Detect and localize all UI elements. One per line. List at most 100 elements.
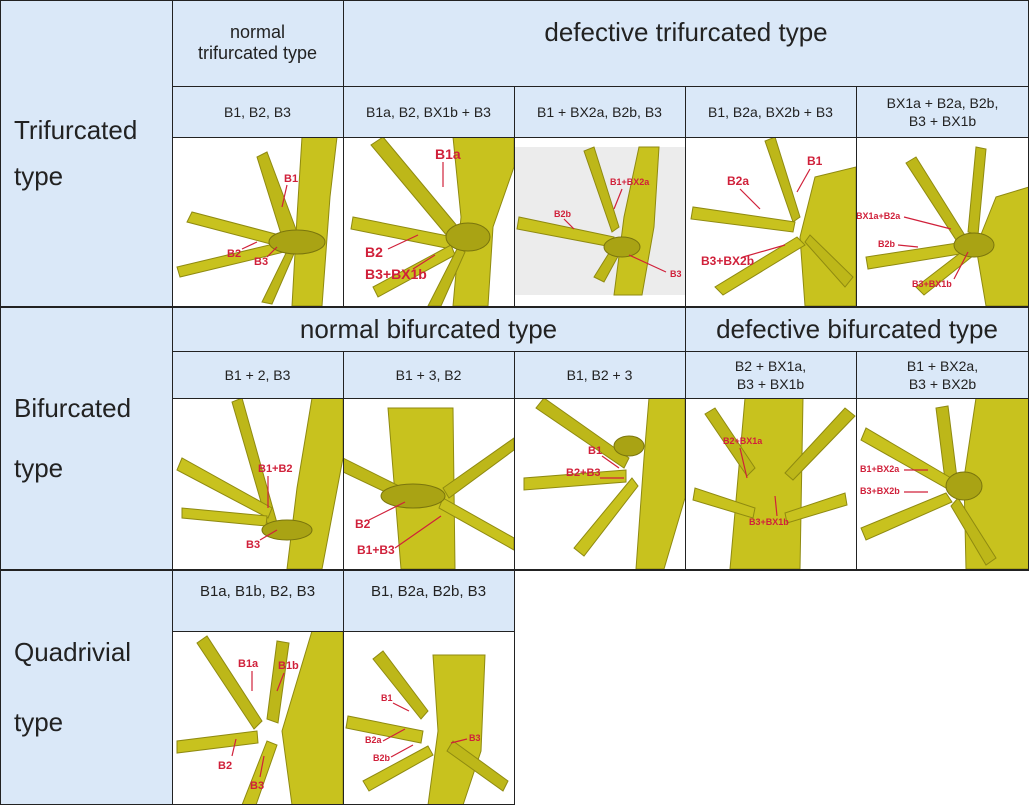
grid-line	[172, 137, 1029, 138]
annotation: B2b	[554, 209, 572, 219]
annotation: B3	[469, 733, 481, 743]
variant-header-b5: B1 + BX2a, B3 + BX2b	[856, 351, 1029, 398]
grid-line	[343, 0, 344, 306]
annotation: B3	[254, 256, 268, 268]
annotation: B1	[807, 154, 823, 168]
variant-header-t2: B1a, B2, BX1b + B3	[343, 86, 514, 137]
bronchus-render-b4: B2+BX1a B3+BX1b	[685, 398, 856, 569]
grid-line	[0, 0, 1029, 1]
bronchus-render-b2: B2 B1+B3	[343, 398, 514, 569]
bronchus-model-image-q2: B1 B2a B2b B3	[343, 631, 514, 805]
grid-line	[0, 306, 1029, 308]
bronchus-model-image-t3: B1+BX2a B2b B3	[514, 137, 685, 306]
grid-line	[685, 86, 686, 306]
bronchus-render-q1: B1a B1b B2 B3	[172, 631, 343, 805]
row-label-line1: Trifurcated	[14, 115, 138, 145]
row-label-line2: type	[14, 707, 64, 737]
grid-line	[514, 569, 515, 805]
annotation: B1a	[435, 146, 461, 162]
annotation: B2b	[373, 753, 391, 763]
row-label-line1: Bifurcated	[14, 392, 132, 423]
variant-label: B1 + BX2a, B2b, B3	[537, 103, 662, 120]
bronchus-model-image-b5: B1+BX2a B3+BX2b	[856, 398, 1029, 569]
variant-label: B1 + 2, B3	[224, 366, 291, 383]
bronchus-render-b3: B1 B2+B3	[514, 398, 685, 569]
grid-line	[856, 86, 857, 306]
bronchus-render-q2: B1 B2a B2b B3	[343, 631, 514, 805]
bronchus-model-image-b3: B1 B2+B3	[514, 398, 685, 569]
bronchus-model-image-b4: B2+BX1a B3+BX1b	[685, 398, 856, 569]
variant-label: BX1a + B2a, B2b, B3 + BX1b	[886, 94, 999, 129]
group-normal-trifurcated: normal trifurcated type	[172, 0, 343, 86]
annotation: B2b	[878, 239, 896, 249]
annotation: B1b	[278, 660, 299, 672]
variant-header-t1: B1, B2, B3	[172, 86, 343, 137]
variant-header-q1: B1a, B1b, B2, B3	[172, 569, 343, 631]
bronchus-model-image-b2: B2 B1+B3	[343, 398, 514, 569]
variant-label: B1, B2, B3	[224, 103, 291, 120]
bronchus-render-t2: B1a B2 B3+BX1b	[343, 137, 514, 306]
annotation: BX1a+B2a	[856, 211, 901, 221]
bronchus-render-b1: B1+B2 B3	[172, 398, 343, 569]
bronchus-render-b5: B1+BX2a B3+BX2b	[856, 398, 1029, 569]
annotation: B1	[284, 173, 298, 185]
bronchus-model-image-t1: B1 B2 B3	[172, 137, 343, 306]
variant-header-t5: BX1a + B2a, B2b, B3 + BX1b	[856, 86, 1029, 137]
grid-line	[685, 306, 686, 569]
annotation: B1a	[238, 658, 259, 670]
grid-line	[0, 0, 1, 805]
variant-header-q2: B1, B2a, B2b, B3	[343, 569, 514, 631]
annotation: B3+BX2b	[701, 254, 754, 268]
annotation: B1+B2	[258, 463, 293, 475]
variant-header-b4: B2 + BX1a, B3 + BX1b	[685, 351, 856, 398]
row-label-line2: type	[14, 452, 64, 483]
variant-label: B1, B2a, BX2b + B3	[708, 103, 833, 120]
bronchus-render-t1: B1 B2 B3	[172, 137, 343, 306]
variant-label: B1a, B1b, B2, B3	[199, 583, 316, 600]
bronchus-model-image-b1: B1+B2 B3	[172, 398, 343, 569]
bronchus-model-image-t4: B1 B2a B3+BX2b	[685, 137, 856, 306]
group-normal-trifurcated-label: normal trifurcated type	[197, 22, 318, 63]
variant-label: B1, B2a, B2b, B3	[370, 583, 487, 600]
variant-label: B1, B2 + 3	[566, 366, 633, 383]
annotation: B3	[670, 269, 682, 279]
variant-header-b1: B1 + 2, B3	[172, 351, 343, 398]
annotation: B2	[218, 760, 232, 772]
variant-label: B2 + BX1a, B3 + BX1b	[734, 357, 807, 392]
group-normal-bifurcated: normal bifurcated type	[172, 306, 685, 351]
annotation: B2+B3	[566, 467, 601, 479]
annotation: B1	[588, 445, 602, 457]
variant-header-t3: B1 + BX2a, B2b, B3	[514, 86, 685, 137]
group-defective-bifurcated-label: defective bifurcated type	[716, 313, 998, 344]
annotation: B2	[355, 517, 371, 531]
bronchus-render-t3: B1+BX2a B2b B3	[514, 146, 685, 296]
row-label-line2: type	[14, 161, 64, 191]
variant-label: B1 + 3, B2	[395, 366, 462, 383]
annotation: B3+BX1b	[749, 517, 789, 527]
grid-line	[172, 351, 1029, 352]
group-defective-bifurcated: defective bifurcated type	[685, 306, 1029, 351]
row-label-bifurcated: Bifurcated type	[0, 306, 172, 569]
grid-line	[172, 0, 173, 805]
variant-label: B1a, B2, BX1b + B3	[366, 103, 491, 120]
bronchus-render-t4: B1 B2a B3+BX2b	[685, 137, 856, 306]
annotation: B2a	[727, 174, 749, 188]
grid-line	[856, 351, 857, 569]
annotation: B3	[250, 780, 264, 792]
grid-line	[343, 351, 344, 569]
annotation: B3+BX1b	[365, 266, 427, 282]
group-defective-trifurcated: defective trifurcated type	[343, 0, 1029, 86]
annotation: B3+BX1b	[912, 279, 952, 289]
row-label-line1: Quadrivial	[14, 637, 132, 667]
annotation: B3+BX2b	[860, 486, 900, 496]
variant-header-b2: B1 + 3, B2	[343, 351, 514, 398]
annotation: B3	[246, 539, 260, 551]
grid-line	[514, 351, 515, 569]
grid-line	[514, 86, 515, 306]
bronchus-render-t5: BX1a+B2a B2b B3+BX1b	[856, 137, 1029, 306]
bronchus-model-image-q1: B1a B1b B2 B3	[172, 631, 343, 805]
annotation: B2a	[365, 735, 383, 745]
annotation: B2+BX1a	[723, 436, 763, 446]
annotation: B1+B3	[357, 543, 395, 557]
bronchus-model-image-t5: BX1a+B2a B2b B3+BX1b	[856, 137, 1029, 306]
